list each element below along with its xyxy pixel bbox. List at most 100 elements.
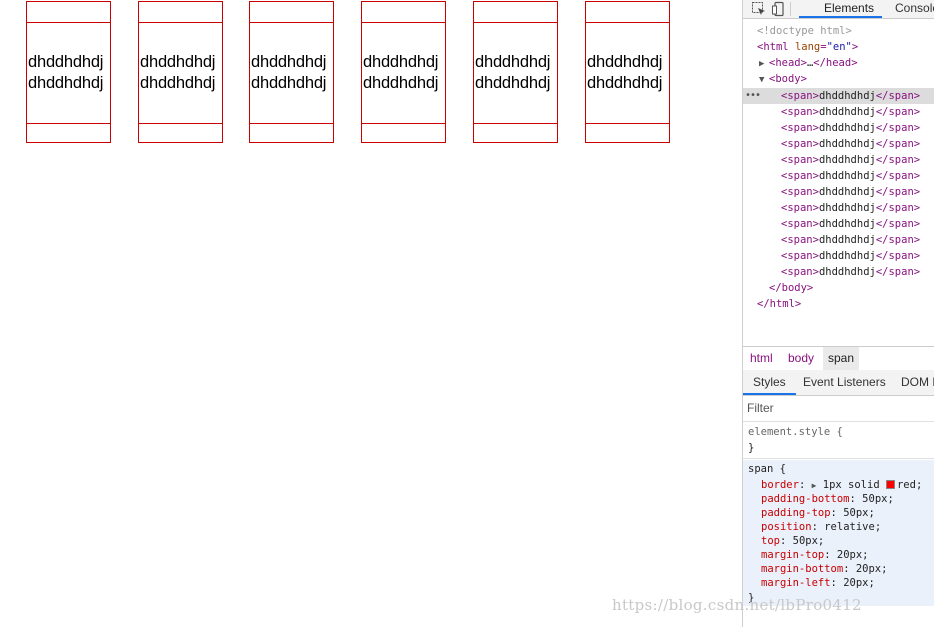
span-close-tag: </span> [875, 154, 921, 166]
prop-name: padding-top [761, 507, 831, 519]
span-close-tag: </span> [875, 250, 921, 262]
span-close-tag: </span> [875, 202, 921, 214]
dom-node-span[interactable]: <span>dhddhdhdj</span> [743, 136, 934, 152]
span-node-text: dhddhdhdj [818, 266, 876, 278]
dom-node-span[interactable]: <span>dhddhdhdj</span> [743, 232, 934, 248]
dom-node-span[interactable]: <span>dhddhdhdj</span> [743, 264, 934, 280]
breadcrumb-span[interactable]: span [823, 347, 860, 370]
filter-input[interactable] [747, 400, 927, 416]
span-close-tag: </span> [875, 122, 921, 134]
span-text-line: dhddhdhdj [251, 53, 327, 71]
dom-node-span[interactable]: <span>dhddhdhdj</span> [743, 248, 934, 264]
span-open-tag: <span> [781, 250, 819, 262]
dom-node-span[interactable]: <span>dhddhdhdj</span> [743, 120, 934, 136]
dom-node-html[interactable]: <html lang="en"> [743, 39, 934, 55]
box-border-line [473, 123, 558, 124]
element-style-selector[interactable]: element.style { [748, 426, 843, 438]
box-border-line [26, 123, 111, 124]
span-box[interactable]: dhddhdhdj dhddhdhdj [361, 1, 446, 143]
span-close-tag: </span> [875, 138, 921, 150]
span-box[interactable]: dhddhdhdj dhddhdhdj [138, 1, 223, 143]
expand-triangle-icon[interactable]: ▶ [759, 59, 765, 69]
span-text: dhddhdhdj dhddhdhdj [475, 52, 550, 94]
dom-node-span[interactable]: <span>dhddhdhdj</span> [743, 104, 934, 120]
tab-dom-breakpoints[interactable]: DOM Breakpoints [901, 370, 934, 395]
style-prop-top[interactable]: top: 50px; [761, 535, 825, 547]
prop-value: 20px [836, 549, 863, 561]
dom-node-span[interactable]: <span>dhddhdhdj</span> [743, 168, 934, 184]
span-selector[interactable]: span { [748, 463, 786, 475]
collapse-triangle-icon[interactable]: ▼ [759, 75, 765, 85]
style-prop-margin-left[interactable]: margin-left: 20px; [761, 577, 875, 589]
dom-node-span[interactable]: <span>dhddhdhdj</span> [743, 152, 934, 168]
rule-close-brace: } [748, 442, 755, 454]
inspect-element-icon[interactable] [751, 1, 767, 17]
body-open-tag: <body> [769, 73, 807, 85]
prop-value: 50px [792, 535, 818, 547]
dom-node-body[interactable]: ▼ <body> [743, 71, 934, 87]
breadcrumb-html[interactable]: html [750, 351, 773, 365]
span-box[interactable]: dhddhdhdj dhddhdhdj [585, 1, 670, 143]
tab-styles[interactable]: Styles [743, 370, 796, 395]
span-text-line: dhddhdhdj [475, 53, 551, 71]
toolbar-separator [790, 2, 791, 16]
prop-name: margin-bottom [761, 563, 844, 575]
span-box[interactable]: dhddhdhdj dhddhdhdj [26, 1, 111, 143]
color-swatch-icon[interactable] [885, 480, 895, 489]
span-text-line: dhddhdhdj [140, 53, 216, 71]
span-open-tag: <span> [781, 170, 819, 182]
tab-event-listeners[interactable]: Event Listeners [803, 370, 886, 395]
box-border-line [138, 123, 223, 124]
device-toolbar-icon[interactable] [771, 1, 787, 17]
prop-value-color: red [896, 479, 916, 491]
breadcrumb-body[interactable]: body [788, 351, 815, 365]
span-open-tag: <span> [781, 186, 819, 198]
span-text-line: dhddhdhdj [140, 74, 216, 92]
box-border-line [585, 22, 670, 23]
span-box[interactable]: dhddhdhdj dhddhdhdj [473, 1, 558, 143]
span-text-line: dhddhdhdj [28, 74, 104, 92]
dom-node-span[interactable]: <span>dhddhdhdj</span> [743, 216, 934, 232]
breadcrumb: html body span [743, 346, 934, 371]
prop-name: margin-left [761, 577, 831, 589]
span-node-text: dhddhdhdj [818, 234, 876, 246]
span-text-line: dhddhdhdj [363, 53, 439, 71]
span-close-tag: </span> [875, 234, 921, 246]
dom-node-html-close[interactable]: </html> [743, 296, 934, 312]
span-open-tag: <span> [781, 202, 819, 214]
dom-node-doctype[interactable]: <!doctype html> [743, 23, 934, 39]
span-close-tag: </span> [875, 266, 921, 278]
dom-node-span[interactable]: <span>dhddhdhdj</span> [743, 184, 934, 200]
styles-pane: element.style { } span { border: ▶ 1px s… [743, 422, 934, 627]
head-open-tag: <head> [769, 57, 807, 69]
html-attr-value: "en" [826, 41, 852, 53]
tab-elements[interactable]: Elements [799, 0, 883, 18]
expand-shorthand-icon[interactable]: ▶ [811, 481, 817, 490]
devtools-panel: Elements Console <!doctype html> <html l… [742, 0, 934, 627]
dom-tree: <!doctype html> <html lang="en"> ▶ <head>… [743, 22, 934, 342]
span-open-tag: <span> [781, 106, 819, 118]
span-close-tag: </span> [875, 90, 921, 102]
span-box[interactable]: dhddhdhdj dhddhdhdj [249, 1, 334, 143]
tab-console[interactable]: Console [895, 0, 934, 18]
tab-dom-breakpoints-label: DOM Breakpoints [901, 375, 934, 389]
style-prop-margin-bottom[interactable]: margin-bottom: 20px; [761, 563, 888, 575]
style-prop-padding-bottom[interactable]: padding-bottom: 50px; [761, 493, 894, 505]
span-close-tag: </span> [875, 186, 921, 198]
span-open-tag: <span> [781, 218, 819, 230]
style-prop-padding-top[interactable]: padding-top: 50px; [761, 507, 875, 519]
style-prop-position[interactable]: position: relative; [761, 521, 882, 533]
dom-node-span-selected[interactable]: ••• <span>dhddhdhdj</span> [743, 88, 934, 104]
span-text-line: dhddhdhdj [587, 74, 663, 92]
span-node-text: dhddhdhdj [818, 138, 876, 150]
more-options-icon[interactable]: ••• [745, 90, 761, 101]
style-prop-margin-top[interactable]: margin-top: 20px; [761, 549, 869, 561]
dom-node-span[interactable]: <span>dhddhdhdj</span> [743, 200, 934, 216]
dom-node-head[interactable]: ▶<head>…</head> [743, 55, 934, 71]
span-open-tag: <span> [781, 234, 819, 246]
dom-node-body-close[interactable]: </body> [743, 280, 934, 296]
span-style-rule: span { border: ▶ 1px solid red; padding-… [743, 460, 934, 606]
style-prop-border[interactable]: border: ▶ 1px solid red; [761, 479, 923, 491]
span-text-line: dhddhdhdj [251, 74, 327, 92]
styles-filter [743, 397, 934, 422]
